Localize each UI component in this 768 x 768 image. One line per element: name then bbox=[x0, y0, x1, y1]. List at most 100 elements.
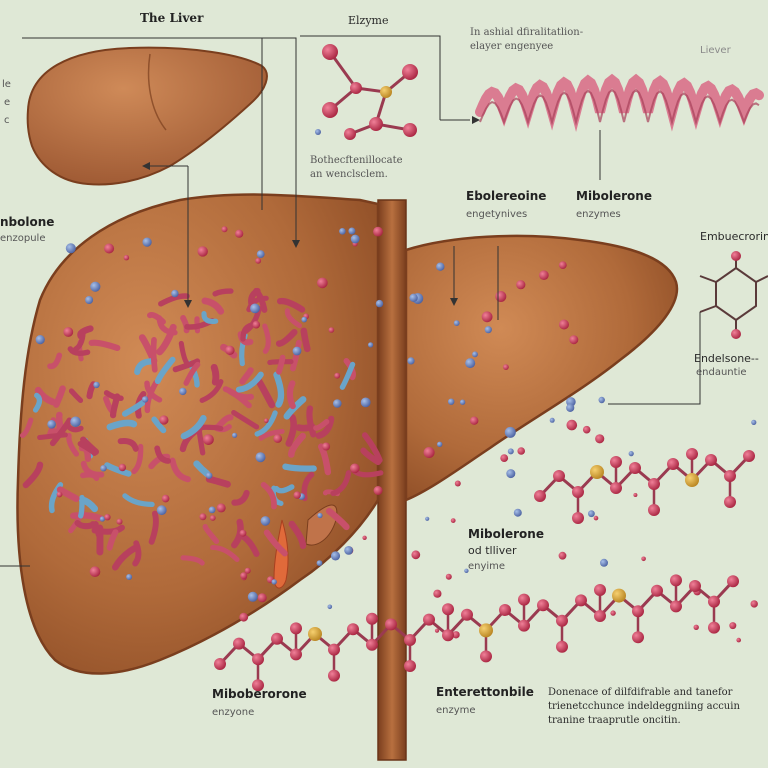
enzyme-strand bbox=[201, 311, 219, 325]
arrow-head bbox=[142, 162, 150, 170]
particle bbox=[588, 510, 595, 518]
enzyme-strand bbox=[282, 463, 317, 472]
label-nbolone: nbolone bbox=[0, 215, 55, 229]
particle bbox=[273, 434, 283, 443]
small-liver bbox=[26, 46, 268, 186]
particle bbox=[161, 494, 170, 503]
label-bothe-line1: Bothecftenillocate bbox=[310, 155, 403, 166]
enzyme-strand bbox=[286, 380, 296, 410]
enzyme-strand bbox=[77, 325, 94, 340]
particle bbox=[208, 506, 216, 514]
enzyme-strand bbox=[88, 339, 121, 351]
particle bbox=[216, 503, 226, 513]
particle bbox=[90, 281, 101, 292]
particle bbox=[375, 299, 384, 308]
arrow-head bbox=[450, 298, 458, 306]
particle bbox=[481, 311, 493, 323]
particle bbox=[244, 567, 251, 574]
atom bbox=[385, 618, 397, 631]
particle bbox=[549, 417, 555, 423]
particle bbox=[450, 518, 456, 523]
enzyme-strand bbox=[19, 417, 34, 439]
particle bbox=[736, 637, 741, 643]
enzyme-strand bbox=[32, 392, 43, 413]
particle bbox=[328, 327, 335, 333]
top-molecule bbox=[315, 44, 418, 140]
enzyme-strand bbox=[300, 327, 311, 353]
particle bbox=[99, 516, 105, 522]
enzyme-strand bbox=[68, 388, 84, 403]
atom bbox=[651, 584, 663, 597]
particle bbox=[292, 346, 302, 356]
particle bbox=[350, 463, 360, 474]
atom bbox=[708, 595, 720, 608]
particle bbox=[434, 628, 440, 633]
particle bbox=[93, 381, 100, 389]
enzyme-strand bbox=[148, 510, 159, 545]
large-liver-right-lobe bbox=[404, 234, 679, 502]
enzyme-cluster bbox=[19, 287, 384, 571]
enzyme-activity-wave bbox=[475, 73, 764, 132]
enzyme-strand bbox=[205, 475, 231, 488]
label-left-cut-2: e bbox=[4, 97, 11, 108]
enzyme-strand bbox=[151, 416, 167, 434]
enzyme-strand bbox=[66, 424, 84, 433]
enzyme-strand bbox=[254, 410, 278, 437]
enzyme-strand bbox=[202, 523, 220, 545]
atom bbox=[423, 613, 435, 626]
enzyme-strand bbox=[117, 438, 139, 452]
atom bbox=[724, 496, 736, 508]
enzyme-strand bbox=[313, 418, 330, 431]
atom bbox=[518, 619, 530, 632]
atom bbox=[610, 456, 622, 468]
particle bbox=[89, 566, 101, 577]
enzyme-strand bbox=[210, 363, 220, 386]
particle bbox=[104, 514, 111, 521]
label-miboberorone: Miboberorone bbox=[212, 687, 307, 701]
label-bothe-line2: an wenclsclem. bbox=[310, 169, 388, 180]
enzyme-strand bbox=[131, 443, 144, 475]
particle bbox=[317, 277, 328, 289]
label-endauntie: endauntie bbox=[696, 367, 747, 378]
particle bbox=[256, 250, 265, 258]
enzyme-strand bbox=[276, 354, 286, 375]
enzyme-strand bbox=[315, 415, 335, 439]
enzyme-strand bbox=[49, 417, 73, 447]
enzyme-strand bbox=[67, 346, 91, 356]
particle bbox=[423, 447, 435, 458]
enzyme-strand bbox=[235, 371, 264, 393]
atom bbox=[328, 643, 340, 656]
atom bbox=[214, 658, 226, 670]
enzyme-strand bbox=[53, 385, 66, 408]
enzyme-strand bbox=[330, 470, 352, 497]
particle bbox=[348, 227, 356, 235]
atom bbox=[252, 679, 264, 692]
particle bbox=[500, 454, 509, 462]
atom bbox=[632, 631, 644, 644]
atom bbox=[328, 669, 340, 682]
label-enzyme-bottom: enzyme bbox=[436, 705, 476, 716]
particle bbox=[516, 280, 526, 290]
enzyme-strand bbox=[158, 293, 190, 307]
atom bbox=[572, 486, 584, 498]
particle bbox=[255, 452, 266, 463]
particle bbox=[240, 572, 248, 580]
particle bbox=[433, 589, 442, 598]
enzyme-strand bbox=[288, 432, 306, 458]
particle bbox=[484, 326, 492, 334]
atom bbox=[479, 623, 493, 638]
ring-molecule bbox=[699, 256, 768, 334]
arrow-head bbox=[292, 240, 300, 248]
particle bbox=[334, 372, 341, 379]
particle bbox=[141, 396, 149, 403]
atom bbox=[404, 660, 416, 672]
enzyme-strand bbox=[263, 529, 288, 557]
particle bbox=[437, 441, 443, 447]
particle bbox=[171, 289, 179, 298]
arrow-head bbox=[472, 116, 480, 124]
label-enyime: enyime bbox=[468, 561, 506, 572]
particle bbox=[373, 226, 383, 237]
enzyme-strand bbox=[144, 379, 159, 414]
particle bbox=[425, 516, 430, 521]
atom bbox=[670, 574, 682, 587]
